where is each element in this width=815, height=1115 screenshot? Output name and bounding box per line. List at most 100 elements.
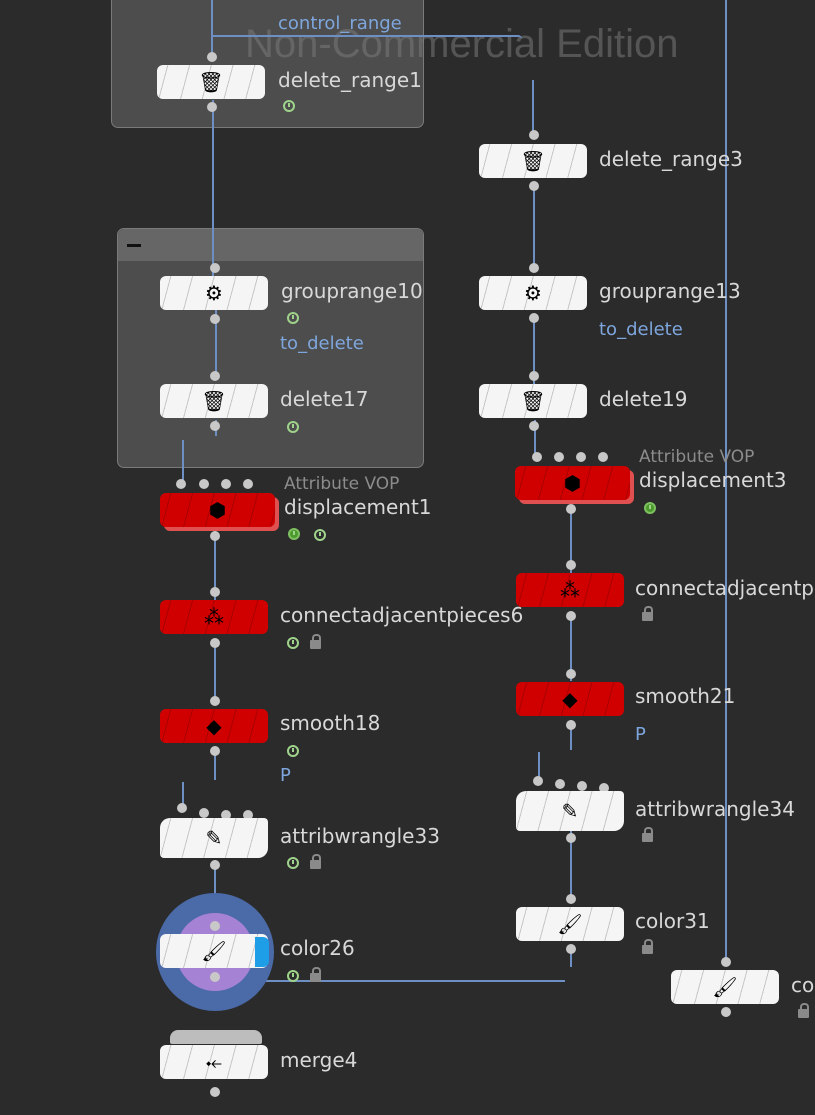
- wire: [725, 0, 727, 965]
- top-netbox[interactable]: [111, 0, 424, 128]
- output-port[interactable]: [210, 314, 220, 324]
- input-port[interactable]: [721, 957, 731, 967]
- time-dependent-icon: [287, 312, 299, 324]
- input-port[interactable]: [599, 783, 609, 793]
- input-port[interactable]: [533, 776, 543, 786]
- input-port[interactable]: [554, 452, 564, 462]
- input-port[interactable]: [598, 452, 608, 462]
- input-port[interactable]: [566, 560, 576, 570]
- merge-input-bar[interactable]: [170, 1030, 262, 1044]
- output-port[interactable]: [566, 504, 576, 514]
- input-port[interactable]: [529, 130, 539, 140]
- wire: [214, 750, 216, 780]
- input-port[interactable]: [210, 696, 220, 706]
- minimize-icon[interactable]: [124, 235, 144, 255]
- node-grouprange10[interactable]: ⚙: [160, 276, 268, 310]
- output-port[interactable]: [566, 944, 576, 954]
- lock-icon: [310, 634, 321, 649]
- input-port[interactable]: [176, 479, 186, 489]
- input-port[interactable]: [529, 263, 539, 273]
- output-port[interactable]: [529, 313, 539, 323]
- time-dependent-icon: [287, 637, 299, 649]
- node-group-label: P: [280, 765, 291, 786]
- input-port[interactable]: [221, 479, 231, 489]
- node-group-label: to_delete: [599, 319, 683, 340]
- input-port[interactable]: [199, 808, 209, 818]
- lock-icon: [310, 854, 321, 869]
- input-port[interactable]: [199, 479, 209, 489]
- output-port[interactable]: [210, 421, 220, 431]
- node-grouprange13[interactable]: ⚙: [479, 276, 587, 310]
- smooth-node-icon: ◆: [562, 687, 578, 711]
- node-color31[interactable]: 🖌: [516, 907, 624, 941]
- group-netbox[interactable]: [117, 228, 424, 468]
- input-port[interactable]: [577, 781, 587, 791]
- input-port[interactable]: [177, 803, 187, 813]
- output-port[interactable]: [210, 531, 220, 541]
- output-port[interactable]: [529, 421, 539, 431]
- output-port[interactable]: [210, 1087, 220, 1097]
- input-port[interactable]: [210, 587, 220, 597]
- output-port[interactable]: [210, 638, 220, 648]
- node-delete-range1[interactable]: 🗑: [157, 65, 265, 99]
- vop-node-icon: ⬢: [208, 498, 227, 522]
- node-color-right[interactable]: 🖌: [671, 970, 779, 1004]
- wire: [570, 830, 572, 902]
- node-smooth18[interactable]: ◆: [160, 709, 268, 743]
- display-flag-icon[interactable]: [255, 937, 269, 967]
- input-port[interactable]: [210, 921, 220, 931]
- input-port[interactable]: [221, 810, 231, 820]
- input-port[interactable]: [529, 371, 539, 381]
- input-port[interactable]: [576, 452, 586, 462]
- wrangle-node-icon: ✎: [561, 799, 579, 823]
- output-port[interactable]: [566, 833, 576, 843]
- output-port[interactable]: [529, 181, 539, 191]
- node-delete19[interactable]: 🗑: [479, 384, 587, 418]
- input-port[interactable]: [243, 810, 253, 820]
- node-label: attribwrangle34: [635, 797, 795, 821]
- lock-icon: [642, 939, 653, 954]
- wire: [182, 782, 184, 807]
- output-port[interactable]: [210, 972, 220, 982]
- node-label: delete19: [599, 387, 688, 411]
- node-connectadjacentpieces-right[interactable]: ⁂: [516, 573, 624, 607]
- input-port[interactable]: [532, 452, 542, 462]
- input-port[interactable]: [566, 894, 576, 904]
- output-port[interactable]: [566, 611, 576, 621]
- output-port[interactable]: [566, 720, 576, 730]
- input-port[interactable]: [243, 479, 253, 489]
- node-delete17[interactable]: 🗑: [160, 384, 268, 418]
- output-port[interactable]: [721, 1007, 731, 1017]
- node-connectadjacentpieces6[interactable]: ⁂: [160, 600, 268, 634]
- input-port[interactable]: [207, 52, 217, 62]
- time-dependent-icon: [287, 970, 299, 982]
- node-smooth21[interactable]: ◆: [516, 682, 624, 716]
- smooth-node-icon: ◆: [206, 714, 222, 738]
- delete-node-icon: 🗑: [520, 149, 546, 173]
- node-attribwrangle34[interactable]: ✎: [516, 791, 624, 831]
- vop-node-icon: ⬢: [563, 471, 582, 495]
- delete-node-icon: 🗑: [198, 70, 224, 94]
- node-attribwrangle33[interactable]: ✎: [160, 818, 268, 858]
- input-port[interactable]: [555, 779, 565, 789]
- node-displacement1[interactable]: ⬢: [160, 493, 275, 527]
- output-port[interactable]: [210, 746, 220, 756]
- node-color26[interactable]: 🖌: [160, 934, 268, 968]
- input-port[interactable]: [210, 371, 220, 381]
- vop-flag-icon: [644, 502, 656, 514]
- netbox-header[interactable]: [118, 229, 423, 261]
- output-port[interactable]: [210, 860, 220, 870]
- node-label: connectadjacentpieces6: [280, 603, 524, 627]
- input-port[interactable]: [566, 669, 576, 679]
- node-label: delete_range3: [599, 147, 743, 171]
- delete-node-icon: 🗑: [201, 389, 227, 413]
- node-displacement3[interactable]: ⬢: [515, 466, 630, 500]
- node-delete-range3[interactable]: 🗑: [479, 144, 587, 178]
- output-port[interactable]: [207, 102, 217, 112]
- node-merge4[interactable]: ⤝: [160, 1045, 268, 1079]
- time-dependent-icon: [287, 857, 299, 869]
- group-range-icon: ⚙: [205, 281, 223, 305]
- input-port[interactable]: [210, 263, 220, 273]
- node-label: grouprange13: [599, 279, 741, 303]
